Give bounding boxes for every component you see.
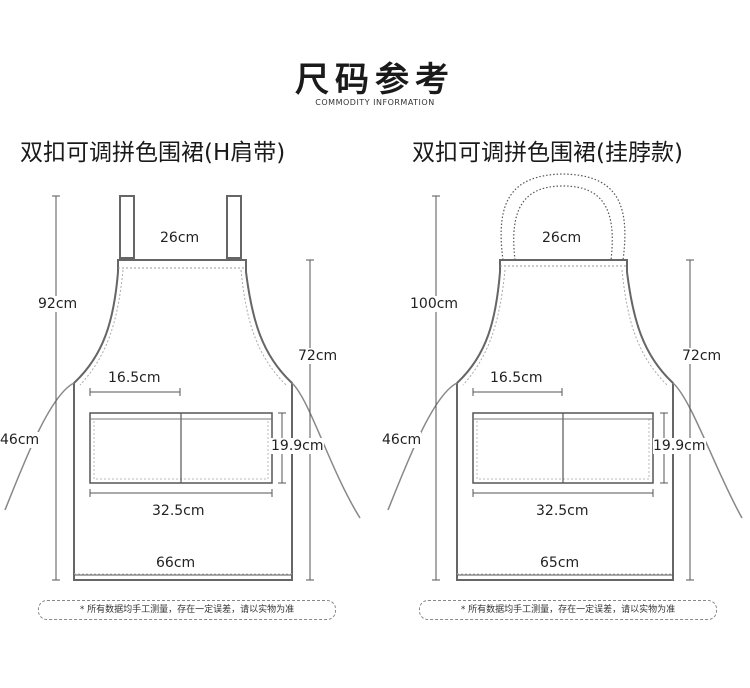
label-body-length-left: 72cm [298, 348, 338, 364]
label-pocket-total-width-right: 32.5cm [536, 503, 589, 519]
measurement-note-left: * 所有数据均手工测量，存在一定误差，请以实物为准 [38, 600, 336, 620]
label-side-width-right: 46cm [382, 432, 422, 448]
label-total-length-left: 92cm [38, 296, 78, 312]
label-bottom-width-left: 66cm [156, 555, 196, 571]
apron-h-strap-drawing [4, 195, 361, 581]
apron-neck-strap-body [456, 259, 674, 581]
right-shoulder-strap [226, 195, 242, 259]
label-side-width-left: 46cm [0, 432, 40, 448]
label-pocket-width-right: 16.5cm [490, 370, 543, 386]
apron-h-strap-dimensions [52, 195, 314, 581]
label-body-length-right: 72cm [682, 348, 722, 364]
label-top-width-right: 26cm [542, 230, 582, 246]
apron-neck-strap-dimensions [432, 195, 694, 581]
apron-neck-strap-heading: 双扣可调拼色围裙(挂脖款) [412, 140, 683, 166]
page-title: 尺码参考 [295, 60, 455, 100]
label-pocket-width-left: 16.5cm [108, 370, 161, 386]
label-total-length-right: 100cm [410, 296, 459, 312]
label-top-width-left: 26cm [160, 230, 200, 246]
neck-strap [500, 173, 626, 261]
label-pocket-height-left: 19.9cm [271, 438, 324, 454]
left-shoulder-strap [119, 195, 135, 259]
label-bottom-width-right: 65cm [540, 555, 580, 571]
label-pocket-total-width-left: 32.5cm [152, 503, 205, 519]
apron-h-strap-heading: 双扣可调拼色围裙(H肩带) [20, 140, 286, 166]
apron-h-strap-body [73, 259, 293, 581]
measurement-note-right: * 所有数据均手工测量，存在一定误差，请以实物为准 [419, 600, 717, 620]
apron-neck-strap-drawing [387, 173, 743, 581]
label-pocket-height-right: 19.9cm [653, 438, 706, 454]
page-subtitle: COMMODITY INFORMATION [315, 98, 435, 107]
